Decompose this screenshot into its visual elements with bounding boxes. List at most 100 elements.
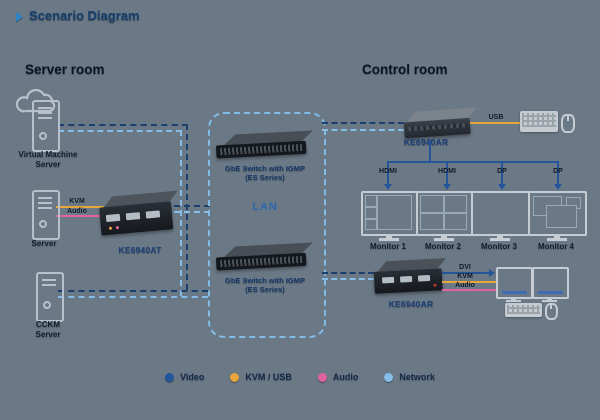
vm-server-icon bbox=[32, 100, 60, 152]
cloud-icon bbox=[15, 88, 56, 113]
window-main bbox=[377, 195, 412, 230]
video-line bbox=[429, 140, 431, 162]
monitor-stand bbox=[547, 297, 552, 300]
monitor-stand bbox=[441, 234, 447, 238]
switch-top-label-line1: GbE Switch with IGMP bbox=[224, 164, 305, 173]
network-line bbox=[58, 124, 188, 126]
monitor-4-label: Monitor 4 bbox=[538, 242, 574, 251]
monitor-1 bbox=[361, 191, 418, 241]
video-drop-line bbox=[557, 161, 559, 185]
window-thumb bbox=[365, 219, 377, 230]
cckm-server-label: CCKM Server bbox=[8, 320, 88, 340]
monitor-stand bbox=[386, 234, 392, 238]
arrow-right-icon bbox=[489, 269, 495, 277]
audio-line bbox=[56, 215, 108, 217]
legend-item-network: Network bbox=[384, 372, 435, 382]
monitor-3-label: Monitor 3 bbox=[481, 242, 517, 251]
legend-kvm-usb-label: KVM / USB bbox=[245, 372, 292, 382]
video-drop-line bbox=[446, 161, 448, 185]
server-label: Server bbox=[31, 239, 57, 248]
tower-slot bbox=[38, 107, 52, 109]
dvi-port bbox=[399, 275, 413, 283]
video-color-swatch bbox=[165, 372, 175, 382]
network-line bbox=[58, 130, 182, 132]
console-keyboard-icon bbox=[505, 303, 542, 317]
network-line bbox=[322, 122, 404, 124]
monitor-3 bbox=[471, 191, 530, 241]
switch-bottom-label-line1: GbE Switch with IGMP bbox=[224, 276, 305, 285]
tower-slot bbox=[42, 284, 56, 286]
monitor-4 bbox=[528, 191, 587, 241]
monitor2-port-label: HDMI bbox=[438, 168, 456, 175]
screen-taskbar bbox=[502, 291, 527, 294]
dvi-port bbox=[145, 210, 161, 219]
legend: Video KVM / USB Audio Network bbox=[0, 372, 600, 382]
legend-item-audio: Audio bbox=[317, 372, 359, 382]
window-quad bbox=[444, 195, 467, 213]
legend-audio-label: Audio bbox=[332, 372, 359, 382]
tower-slot bbox=[38, 207, 52, 209]
window-thumb bbox=[365, 195, 377, 207]
screen-taskbar bbox=[538, 291, 563, 294]
window-quad bbox=[444, 213, 467, 230]
monitor-2-label: Monitor 2 bbox=[425, 242, 461, 251]
kvm-receiver-bottom-device bbox=[373, 256, 447, 298]
monitor-stand bbox=[511, 297, 516, 300]
switch-ports bbox=[220, 144, 303, 156]
dvi-port bbox=[381, 276, 395, 284]
tower-slot bbox=[38, 202, 52, 204]
tower-slot bbox=[38, 117, 52, 119]
network-color-swatch bbox=[384, 372, 394, 382]
kvm-usb-color-swatch bbox=[230, 372, 240, 382]
monitor-base bbox=[379, 238, 399, 241]
network-line bbox=[322, 272, 374, 274]
video-drop-line bbox=[501, 161, 503, 185]
mouse-wheel bbox=[567, 115, 569, 121]
tower-button bbox=[39, 220, 47, 228]
receiver-bottom-model-label: KE6940AR bbox=[388, 299, 434, 309]
arrow-down-icon bbox=[443, 184, 451, 190]
network-line bbox=[58, 290, 208, 292]
dvi-line-label: DVI bbox=[459, 264, 471, 271]
switch-top-label-line2: (ES Series) bbox=[245, 173, 285, 182]
legend-network-label: Network bbox=[399, 372, 435, 382]
arrow-down-icon bbox=[384, 184, 392, 190]
switch-bottom-label: GbE Switch with IGMP (ES Series) bbox=[210, 276, 320, 294]
audio-line-label: Audio bbox=[455, 282, 475, 289]
arrow-down-icon bbox=[498, 184, 506, 190]
vm-server-label-line2: Server bbox=[35, 160, 61, 169]
kvm-transmitter-device bbox=[98, 189, 184, 244]
lan-zone bbox=[208, 112, 326, 338]
console-monitor-2 bbox=[532, 267, 569, 302]
kvm-line-label: KVM bbox=[69, 198, 85, 205]
monitor-base bbox=[547, 238, 567, 241]
cckm-server-label-line1: CCKM bbox=[36, 320, 60, 329]
network-line bbox=[174, 211, 210, 213]
legend-item-video: Video bbox=[165, 372, 204, 382]
network-line bbox=[186, 124, 188, 290]
tower-slot bbox=[38, 197, 52, 199]
switch-ports bbox=[220, 256, 303, 268]
window-quad bbox=[420, 195, 444, 213]
monitor-base bbox=[434, 238, 454, 241]
audio-color-swatch bbox=[317, 372, 327, 382]
dvi-port bbox=[105, 213, 121, 223]
monitor-stand bbox=[554, 234, 560, 238]
window-cascade bbox=[546, 205, 577, 228]
gbe-switch-bottom-device bbox=[215, 240, 314, 277]
gbe-switch-top-device bbox=[215, 128, 314, 165]
mouse-icon bbox=[561, 114, 575, 133]
device-vents bbox=[408, 123, 467, 132]
lan-label: LAN bbox=[252, 201, 278, 213]
dvi-port bbox=[417, 274, 431, 282]
page-title: Scenario Diagram bbox=[29, 8, 140, 23]
monitor-2 bbox=[416, 191, 473, 241]
control-room-heading: Control room bbox=[362, 62, 448, 77]
network-line bbox=[174, 205, 210, 207]
arrow-down-icon bbox=[554, 184, 562, 190]
title-arrow-icon bbox=[16, 12, 23, 22]
monitor-base bbox=[490, 238, 510, 241]
device-front-face bbox=[373, 268, 443, 294]
device-front-face bbox=[403, 117, 471, 139]
